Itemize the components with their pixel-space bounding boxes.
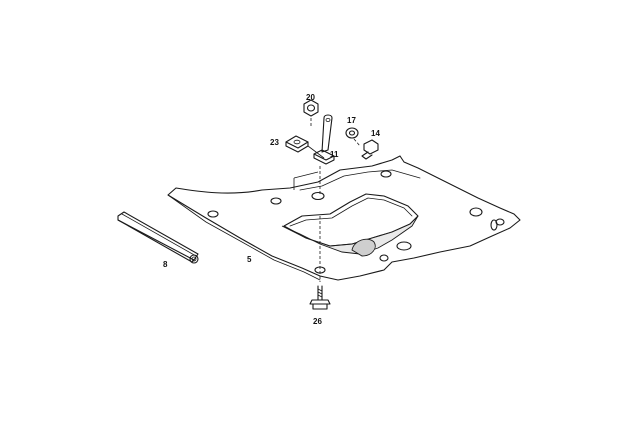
callout-11: 11 (330, 150, 339, 159)
underbody-panel (167, 155, 521, 281)
bolt-14 (361, 139, 379, 160)
callout-23: 23 (270, 138, 279, 147)
clip-nut (285, 135, 309, 153)
screw (309, 285, 331, 310)
seal-strip (117, 211, 199, 264)
callout-26: 26 (313, 317, 322, 326)
leader-lines (293, 118, 361, 282)
callout-8: 8 (163, 260, 168, 269)
callout-17: 17 (347, 116, 356, 125)
callout-20: 20 (306, 93, 315, 102)
callout-14: 14 (371, 129, 380, 138)
washer (345, 127, 359, 139)
callout-5: 5 (247, 255, 252, 264)
bracket (313, 114, 335, 165)
hex-nut (303, 99, 319, 117)
